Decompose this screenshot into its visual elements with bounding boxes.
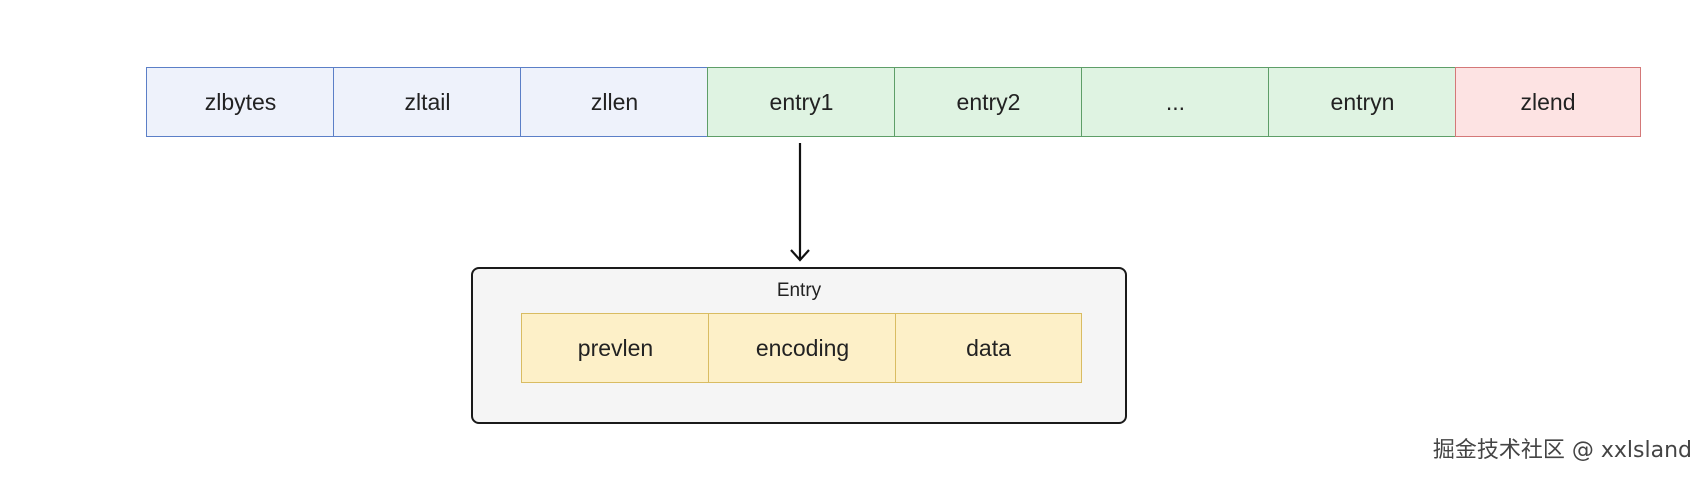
- arrow-head: [790, 249, 810, 262]
- ziplist-cell-zllen: zllen: [520, 67, 709, 137]
- ziplist-cell-zltail: zltail: [333, 67, 522, 137]
- ziplist-cell-entry2: entry2: [894, 67, 1083, 137]
- ziplist-cell-entryn: entryn: [1268, 67, 1457, 137]
- ziplist-cell-entry1: entry1: [707, 67, 896, 137]
- entry-title: Entry: [776, 280, 822, 301]
- entry-field-data: data: [895, 313, 1082, 383]
- watermark: 掘金技术社区 @ xxlsland: [1432, 438, 1692, 463]
- ziplist-cell-zlbytes: zlbytes: [146, 67, 335, 137]
- ziplist-cell-zlend: zlend: [1455, 67, 1641, 137]
- entry-structure-box: Entry prevlen encoding data: [471, 267, 1127, 424]
- ziplist-cell-ellipsis: ...: [1081, 67, 1270, 137]
- entry-field-prevlen: prevlen: [521, 313, 710, 383]
- entry-field-encoding: encoding: [708, 313, 897, 383]
